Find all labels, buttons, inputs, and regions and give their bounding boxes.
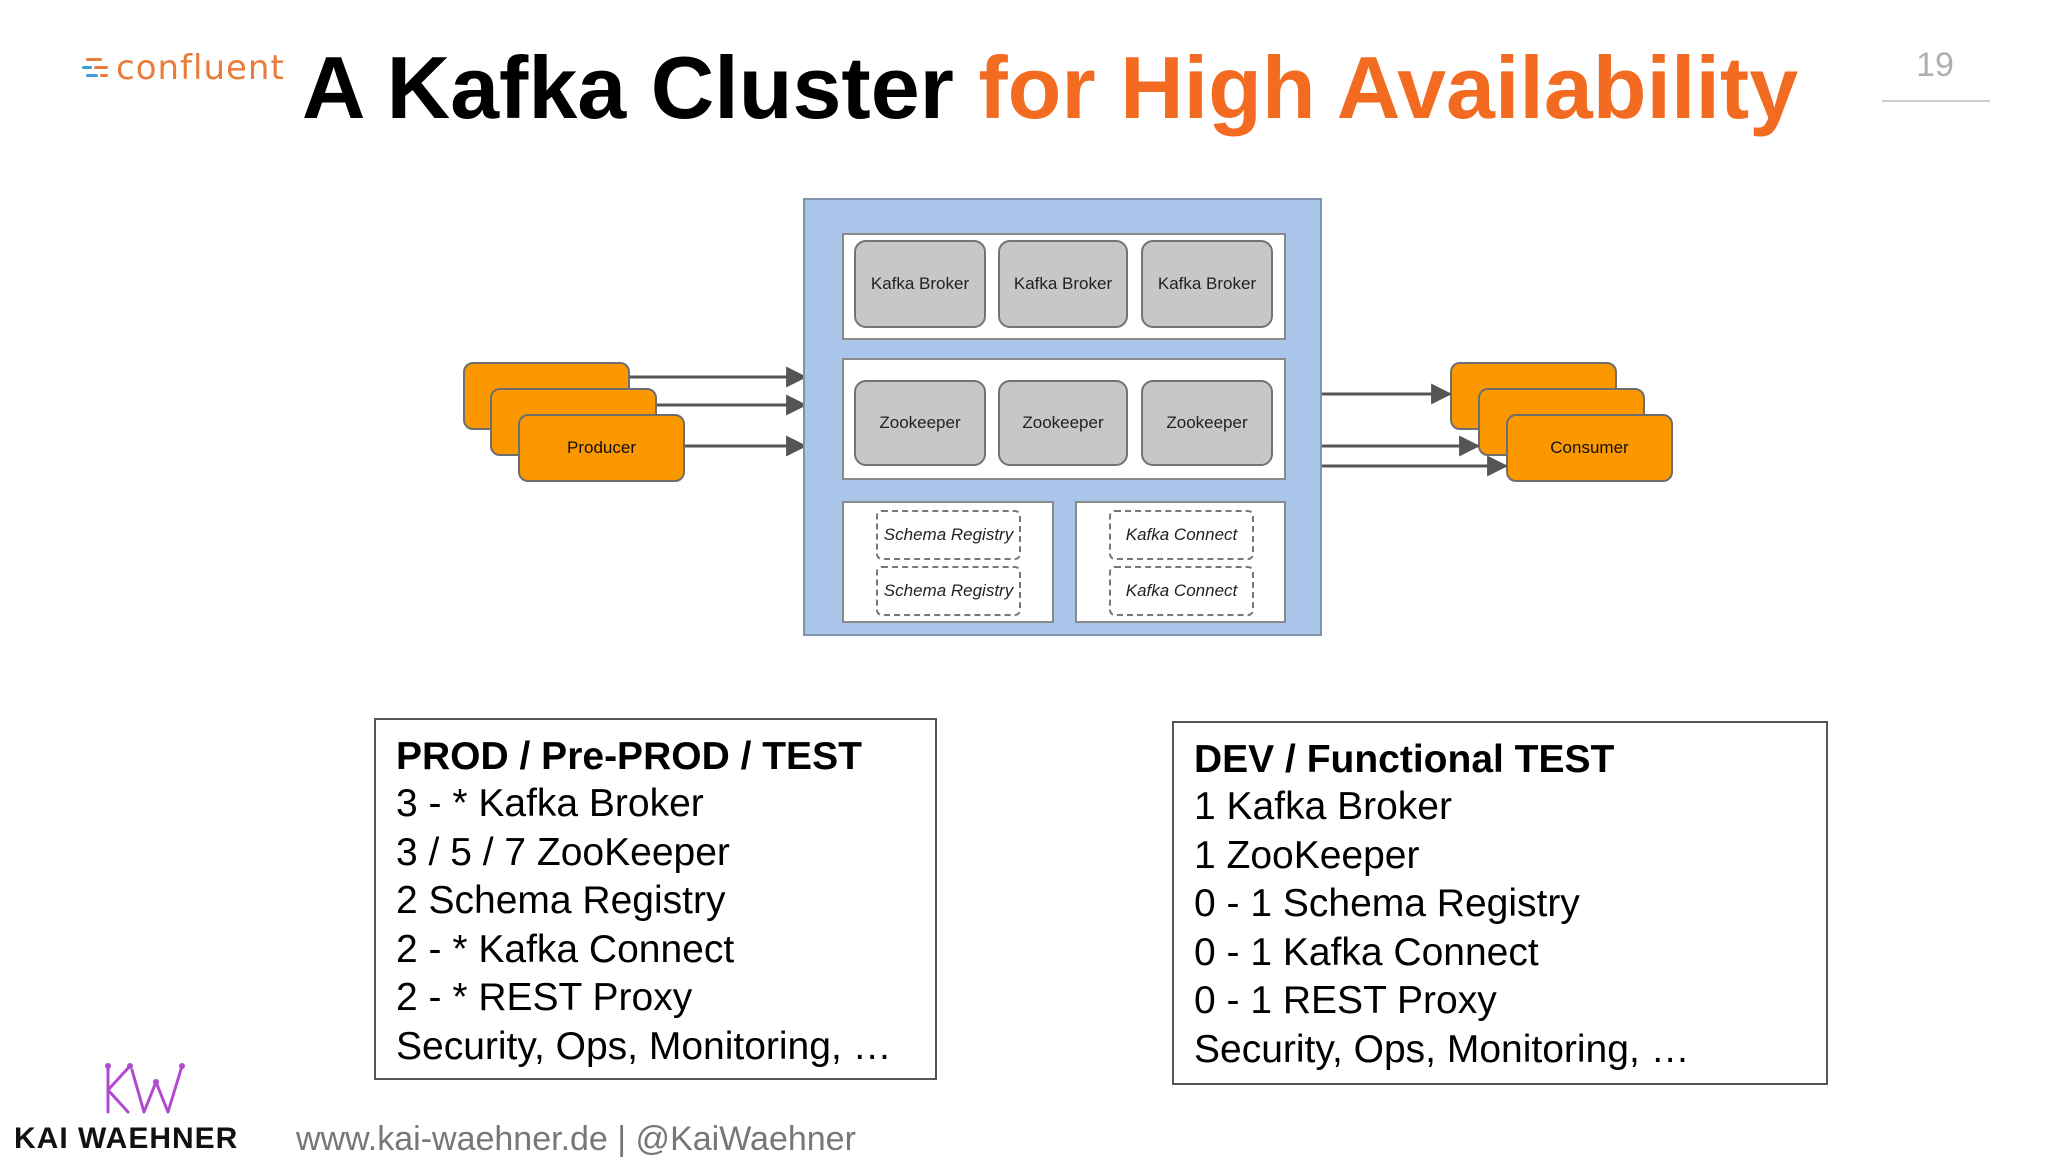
dev-line: 0 - 1 Schema Registry	[1194, 882, 1580, 925]
zookeeper-node: Zookeeper	[998, 380, 1128, 466]
dev-line: 1 ZooKeeper	[1194, 833, 1420, 877]
kafka-connect-node: Kafka Connect	[1109, 510, 1254, 560]
dev-line: 1 Kafka Broker	[1194, 785, 1452, 828]
dev-heading: DEV / Functional TEST	[1194, 738, 1615, 781]
consumer-label: Consumer	[1550, 438, 1629, 457]
schema-registry-node: Schema Registry	[876, 510, 1021, 560]
producer-label: Producer	[567, 438, 636, 457]
page-title: A Kafka Cluster for High Availability	[300, 38, 1800, 138]
logo-text: confluent	[116, 48, 285, 88]
page-number-rule	[1882, 100, 1990, 102]
consumer-box: Consumer	[1506, 414, 1673, 482]
broker-panel: Kafka Broker Kafka Broker Kafka Broker	[842, 233, 1286, 340]
prod-line: 2 - * Kafka Connect	[396, 927, 735, 971]
kafka-broker-node: Kafka Broker	[998, 240, 1128, 328]
prod-line: 3 / 5 / 7 ZooKeeper	[396, 830, 730, 874]
zookeeper-panel: Zookeeper Zookeeper Zookeeper	[842, 358, 1286, 480]
page-number: 19	[1916, 46, 1954, 84]
confluent-logo-icon	[80, 48, 114, 88]
prod-line: 2 Schema Registry	[396, 879, 726, 922]
prod-heading: PROD / Pre-PROD / TEST	[396, 735, 862, 778]
prod-requirements-box: PROD / Pre-PROD / TEST 3 - * Kafka Broke…	[374, 718, 937, 1080]
schema-registry-panel: Schema Registry Schema Registry	[842, 501, 1054, 623]
zookeeper-node: Zookeeper	[854, 380, 986, 466]
dev-line: 0 - 1 Kafka Connect	[1194, 930, 1539, 974]
kafka-cluster: Kafka Broker Kafka Broker Kafka Broker Z…	[803, 198, 1322, 636]
prod-line: 2 - * REST Proxy	[396, 976, 693, 1019]
kw-monogram-icon	[105, 1063, 185, 1114]
kafka-connect-node: Kafka Connect	[1109, 566, 1254, 616]
author-website-link[interactable]: www.kai-waehner.de | @KaiWaehner	[296, 1120, 856, 1158]
prod-line: Security, Ops, Monitoring, …	[396, 1024, 892, 1068]
author-name: KAI WAEHNER	[14, 1122, 239, 1155]
schema-registry-node: Schema Registry	[876, 566, 1021, 616]
kafka-broker-node: Kafka Broker	[854, 240, 986, 328]
producer-box: Producer	[518, 414, 685, 482]
dev-line: Security, Ops, Monitoring, …	[1194, 1027, 1690, 1071]
dev-line: 0 - 1 REST Proxy	[1194, 979, 1497, 1022]
title-accent: for High Availability	[978, 38, 1799, 137]
confluent-logo: confluent	[80, 38, 285, 98]
zookeeper-node: Zookeeper	[1141, 380, 1273, 466]
prod-line: 3 - * Kafka Broker	[396, 782, 704, 825]
title-main: A Kafka Cluster	[301, 38, 954, 137]
kafka-connect-panel: Kafka Connect Kafka Connect	[1075, 501, 1286, 623]
dev-requirements-box: DEV / Functional TEST 1 Kafka Broker 1 Z…	[1172, 721, 1828, 1085]
kafka-broker-node: Kafka Broker	[1141, 240, 1273, 328]
